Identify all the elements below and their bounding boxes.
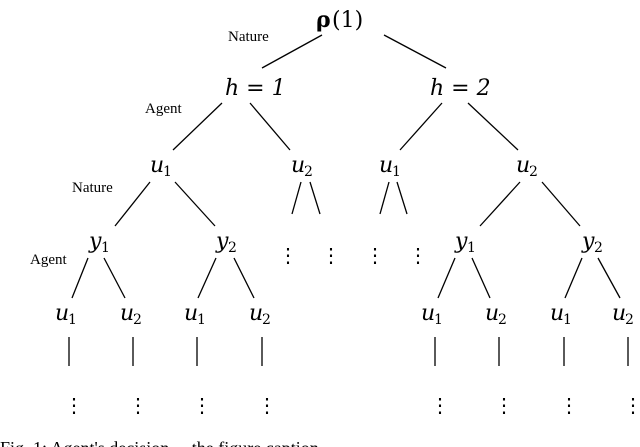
edge-h1-u2: [249, 102, 291, 151]
edge-root-h1: [261, 34, 323, 69]
svg-text:2: 2: [228, 240, 237, 256]
ellipsis-leaf-7: ⋮: [559, 393, 579, 417]
turn-label-nature-1: Nature: [228, 29, 269, 45]
ellipsis-mid-2: ⋮: [321, 243, 341, 267]
edge-y1-u2-r: [471, 257, 491, 299]
ellipsis-mid-1: ⋮: [278, 243, 298, 267]
turn-label-nature-2: Nature: [72, 180, 113, 196]
ellipsis-leaf-3: ⋮: [192, 393, 212, 417]
node-u2-right: u 2: [516, 153, 538, 180]
edge-u1-y1: [114, 181, 151, 227]
edge-u1r-b: [396, 181, 408, 215]
svg-text:2: 2: [262, 312, 271, 328]
svg-text:1: 1: [563, 312, 572, 328]
svg-text:u: u: [612, 301, 626, 326]
svg-text:2: 2: [133, 312, 142, 328]
turn-label-agent-1: Agent: [145, 101, 182, 117]
svg-text:1: 1: [197, 312, 206, 328]
svg-text:1: 1: [434, 312, 443, 328]
root-symbol: ρ: [316, 7, 331, 33]
edge-y1-u2-l: [103, 257, 126, 299]
svg-text:u: u: [120, 301, 134, 326]
svg-text:u: u: [379, 153, 393, 178]
ellipsis-leaf-5: ⋮: [430, 393, 450, 417]
edge-y1-u1-l: [71, 257, 89, 299]
edge-h2-u1: [399, 102, 443, 151]
svg-text:u: u: [550, 301, 564, 326]
root-node: ρ (1): [316, 7, 363, 33]
svg-text:1: 1: [467, 240, 476, 256]
leaf-u1-4: u 1: [550, 301, 572, 328]
leaf-u1-2: u 1: [184, 301, 206, 328]
node-y2-left: y 2: [215, 229, 237, 256]
svg-text:2: 2: [594, 240, 603, 256]
node-y1-right: y 1: [454, 229, 476, 256]
ellipsis-leaf-8: ⋮: [623, 393, 640, 417]
ellipsis-mid-4: ⋮: [408, 243, 428, 267]
node-h-1: h = 1: [225, 76, 286, 101]
svg-text:u: u: [291, 153, 305, 178]
edge-u1r-a: [379, 181, 390, 215]
leaf-u2-2: u 2: [249, 301, 271, 328]
svg-text:2: 2: [625, 312, 634, 328]
svg-text:u: u: [485, 301, 499, 326]
svg-text:u: u: [55, 301, 69, 326]
edge-y2-u1-l: [197, 257, 217, 299]
svg-text:y: y: [215, 229, 229, 254]
turn-label-agent-2: Agent: [30, 252, 67, 268]
edge-y2-u2-r: [597, 257, 621, 299]
edge-u2-b: [309, 181, 321, 215]
ellipsis-leaf-2: ⋮: [128, 393, 148, 417]
edge-y2-u1-r: [564, 257, 583, 299]
tree-edges: [68, 34, 629, 366]
leaf-u2-4: u 2: [612, 301, 634, 328]
node-y2-right: y 2: [581, 229, 603, 256]
edge-root-h2: [383, 34, 447, 69]
ellipsis-leaf-1: ⋮: [64, 393, 84, 417]
svg-text:y: y: [454, 229, 468, 254]
root-arg: (1): [332, 8, 363, 33]
svg-text:u: u: [150, 153, 164, 178]
edge-u2r-y1: [479, 181, 521, 227]
edge-u2-a: [291, 181, 302, 215]
svg-text:1: 1: [163, 164, 172, 180]
ellipsis-leaf-6: ⋮: [494, 393, 514, 417]
svg-text:1: 1: [101, 240, 110, 256]
svg-text:2: 2: [304, 164, 313, 180]
svg-text:1: 1: [392, 164, 401, 180]
edge-h1-u1: [172, 102, 223, 151]
svg-text:1: 1: [68, 312, 77, 328]
node-u1-left: u 1: [150, 153, 172, 180]
svg-text:y: y: [581, 229, 595, 254]
svg-text:2: 2: [529, 164, 538, 180]
edge-y2-u2-l: [233, 257, 255, 299]
edge-y1-u1-r: [437, 257, 456, 299]
node-u2-left: u 2: [291, 153, 313, 180]
node-u1-right: u 1: [379, 153, 401, 180]
svg-text:2: 2: [498, 312, 507, 328]
leaf-u2-3: u 2: [485, 301, 507, 328]
svg-text:u: u: [421, 301, 435, 326]
leaf-u2-1: u 2: [120, 301, 142, 328]
node-h-2: h = 2: [430, 76, 491, 101]
ellipsis-leaf-4: ⋮: [257, 393, 277, 417]
leaf-u1-3: u 1: [421, 301, 443, 328]
svg-text:y: y: [88, 229, 102, 254]
node-y1-left: y 1: [88, 229, 110, 256]
edge-u1-y2: [174, 181, 216, 227]
edge-u2r-y2: [541, 181, 581, 227]
svg-text:u: u: [184, 301, 198, 326]
ellipsis-mid-3: ⋮: [365, 243, 385, 267]
svg-text:u: u: [516, 153, 530, 178]
figure-caption: Fig. 1: Agent's decision ... the figure …: [0, 438, 319, 447]
edge-h2-u2: [467, 102, 519, 151]
leaf-u1-1: u 1: [55, 301, 77, 328]
svg-text:u: u: [249, 301, 263, 326]
